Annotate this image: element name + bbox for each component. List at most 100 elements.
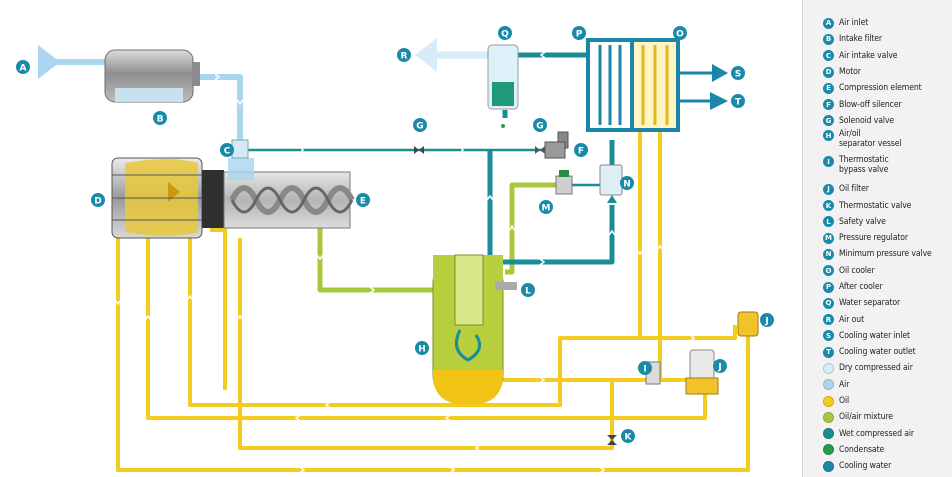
color-swatch bbox=[823, 460, 834, 472]
legend-label: After cooler bbox=[839, 282, 883, 292]
oil-flow-arrows bbox=[114, 244, 696, 474]
oil-filter-upper bbox=[737, 311, 759, 337]
air-intake-valve bbox=[231, 139, 249, 159]
legend-media-condensate: Condensate bbox=[823, 442, 952, 458]
svg-text:F: F bbox=[578, 147, 584, 157]
color-swatch bbox=[823, 444, 834, 456]
color-swatch bbox=[823, 411, 834, 423]
legend-badge: P bbox=[823, 281, 834, 293]
wet-air-arrows bbox=[299, 51, 616, 266]
tag-o: O bbox=[673, 26, 687, 40]
svg-text:S: S bbox=[735, 70, 741, 80]
legend-badge: R bbox=[823, 314, 834, 326]
legend-badge: O bbox=[823, 265, 834, 277]
oil-filter-lower bbox=[685, 349, 719, 395]
legend-media-oil: Oil bbox=[823, 393, 952, 409]
air-intake-arrows bbox=[214, 73, 244, 106]
legend-label: Intake filter bbox=[839, 34, 883, 45]
legend-label-line1: Air/oil bbox=[839, 129, 861, 140]
legend-label: Oil bbox=[839, 396, 850, 407]
legend-badge: K bbox=[823, 200, 834, 212]
legend-media-air: Air bbox=[823, 377, 952, 393]
tag-b: B bbox=[153, 111, 167, 125]
svg-text:J: J bbox=[764, 317, 768, 327]
legend-item-b: B Intake filter bbox=[823, 31, 952, 47]
solenoid-valve-right bbox=[535, 131, 569, 154]
water-separator bbox=[487, 44, 519, 128]
intake-filter bbox=[104, 49, 200, 103]
legend-label: Motor bbox=[839, 67, 861, 78]
svg-text:B: B bbox=[157, 115, 164, 125]
legend-badge: T bbox=[823, 346, 834, 358]
legend-label: Air intake valve bbox=[839, 50, 898, 61]
legend-label: Wet compressed air bbox=[839, 428, 914, 439]
legend-badge: F bbox=[823, 99, 834, 111]
separator-vessel bbox=[432, 254, 517, 405]
svg-text:O: O bbox=[676, 30, 684, 40]
svg-text:K: K bbox=[625, 433, 633, 443]
legend-item-d: D Motor bbox=[823, 64, 952, 80]
legend-badge: M bbox=[823, 232, 834, 244]
thermostatic-valve bbox=[607, 435, 617, 445]
tag-p: P bbox=[572, 26, 586, 40]
legend-badge: D bbox=[823, 66, 834, 78]
legend-badge: N bbox=[823, 248, 834, 260]
legend-label-line2: separator vessel bbox=[839, 139, 902, 150]
legend-label: Condensate bbox=[839, 444, 885, 455]
svg-text:N: N bbox=[623, 180, 631, 190]
air-inlet-arrow bbox=[38, 45, 60, 79]
cooling-water-pipes bbox=[678, 71, 712, 103]
legend-label: Solenoid valve bbox=[839, 115, 895, 126]
legend-item-p: P After cooler bbox=[823, 279, 952, 295]
legend-label: Thermostatic valve bbox=[839, 200, 912, 211]
legend-badge: E bbox=[823, 82, 834, 94]
legend-label-line2: bypass valve bbox=[839, 165, 889, 176]
tag-g-middle: G bbox=[413, 118, 427, 132]
legend-media-oil-air: Oil/air mixture bbox=[823, 409, 952, 425]
svg-text:P: P bbox=[576, 30, 583, 40]
pressure-regulator bbox=[555, 170, 573, 195]
legend-label: Compression element bbox=[839, 83, 922, 94]
oil-cooler bbox=[630, 38, 680, 132]
tag-j-upper: J bbox=[760, 313, 774, 327]
svg-text:R: R bbox=[401, 52, 408, 62]
svg-text:T: T bbox=[735, 98, 742, 108]
legend-label: Water separator bbox=[839, 298, 901, 309]
svg-text:A: A bbox=[20, 64, 27, 74]
blow-off-silencer bbox=[544, 141, 566, 159]
legend-badge: I bbox=[823, 156, 834, 168]
svg-text:L: L bbox=[525, 287, 531, 297]
legend-badge: A bbox=[823, 17, 834, 29]
svg-text:G: G bbox=[536, 122, 543, 132]
legend-label: Blow-off silencer bbox=[839, 99, 902, 110]
legend-label: Oil/air mixture bbox=[839, 412, 893, 423]
tag-i: I bbox=[638, 361, 652, 375]
legend-badge: C bbox=[823, 50, 834, 62]
legend-badge: H bbox=[823, 130, 834, 142]
wet-air-pipes bbox=[487, 52, 615, 265]
after-cooler bbox=[586, 38, 634, 132]
tag-a: A bbox=[16, 60, 30, 74]
legend-badge: Q bbox=[823, 297, 834, 309]
legend-media-cooling-water: Cooling water bbox=[823, 458, 952, 474]
legend-label: Pressure regulator bbox=[839, 233, 908, 244]
air-out-arrow bbox=[415, 38, 437, 72]
tag-d: D bbox=[91, 193, 105, 207]
svg-text:Q: Q bbox=[501, 30, 509, 40]
legend-media-wet-air: Wet compressed air bbox=[823, 426, 952, 442]
legend-badge: B bbox=[823, 33, 834, 45]
svg-text:J: J bbox=[717, 363, 721, 373]
tag-j-lower: J bbox=[713, 359, 727, 373]
color-swatch bbox=[823, 428, 834, 440]
solenoid-valve-middle bbox=[414, 146, 424, 154]
oil-air-arrows bbox=[316, 224, 515, 294]
legend-item-k: K Thermostatic valve bbox=[823, 197, 952, 213]
color-swatch bbox=[823, 362, 834, 374]
